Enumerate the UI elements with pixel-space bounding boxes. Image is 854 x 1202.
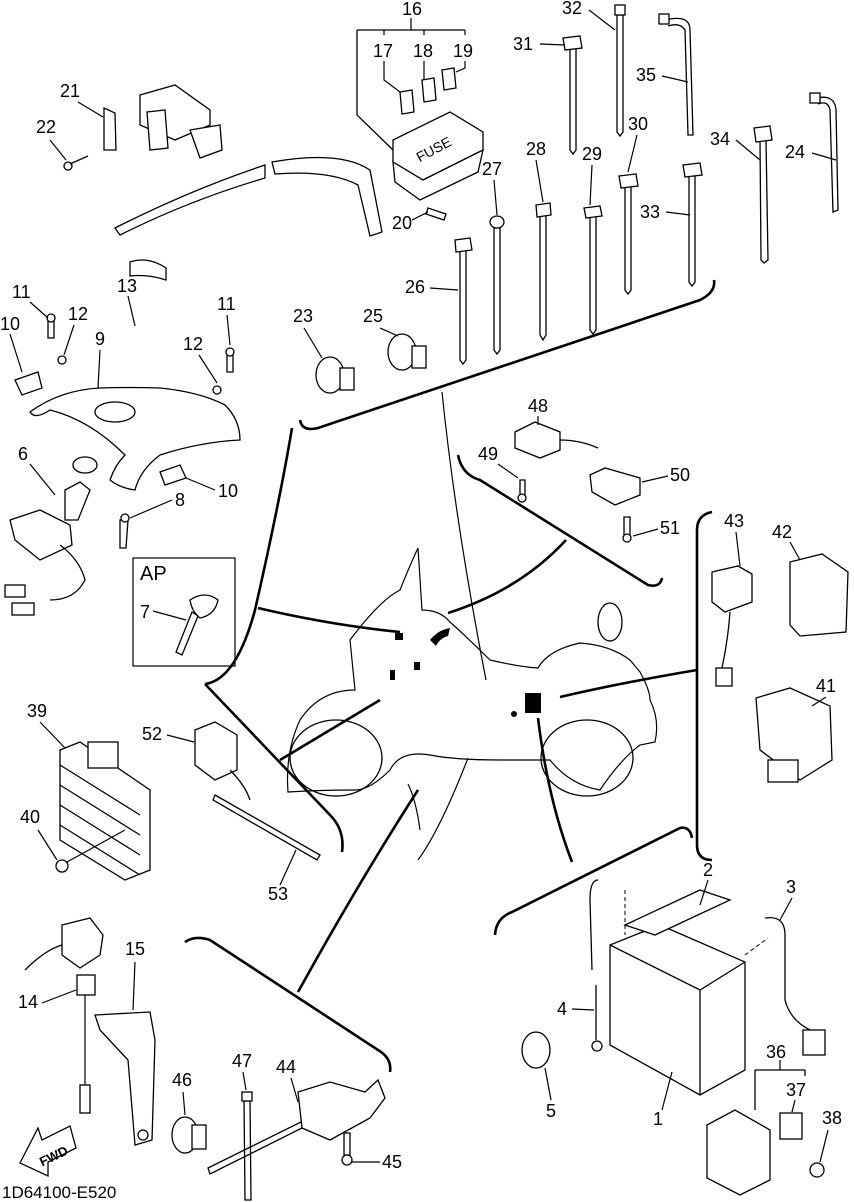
starter-relay [706,1109,771,1196]
callout-51: 51 [660,518,680,538]
callout-16: 16 [402,0,422,19]
rectifier-regulator [59,741,151,881]
callout-52: 52 [142,724,162,744]
callout-14: 14 [18,992,38,1012]
cover [29,386,241,491]
callout-33: 33 [640,202,660,222]
callout-24: 24 [785,142,805,162]
key-inset: AP 7 [132,557,236,667]
ap-inset-frame [132,557,236,667]
main-switch [9,509,73,561]
key-blade [175,611,199,656]
callout-40: 40 [20,807,40,827]
callout-39: 39 [27,701,47,721]
callout-10b: 10 [218,481,238,501]
bracket-line-switches [456,454,664,587]
callout-2: 2 [703,860,713,880]
part-group-switches: 48 49 50 51 [478,396,690,543]
callout-22: 22 [36,117,56,137]
callout-21: 21 [60,81,80,101]
group-brackets [184,279,716,1073]
part-group-lower: 14 15 46 47 44 45 [18,917,402,1201]
callout-49: 49 [478,444,498,464]
callout-37: 37 [786,1080,806,1100]
bracket-line-regulator [204,683,344,853]
callout-26: 26 [405,277,425,297]
callout-42: 42 [772,522,792,542]
callout-11b: 11 [217,294,236,314]
callout-38: 38 [822,1108,842,1128]
callout-27: 27 [482,159,502,179]
callout-17: 17 [373,41,393,61]
callout-44: 44 [276,1057,296,1077]
callout-12a: 12 [68,304,88,324]
callout-35: 35 [636,65,656,85]
fwd-arrow: FWD [19,1125,77,1178]
bracket-line-lower [184,936,392,1073]
reference-code: 1D64100-E520 [2,1183,116,1202]
callout-10a: 10 [0,314,20,334]
part-group-relays: 43 42 41 [711,511,849,783]
part-group-regulator: 39 40 52 53 [20,701,321,904]
motorcycle-outline [286,547,658,797]
bracket-line-battery [493,826,694,936]
callout-20: 20 [392,213,412,233]
callout-25: 25 [363,306,383,326]
part-group-bands: 26 27 28 29 30 31 32 33 [405,0,839,366]
callout-4: 4 [557,999,567,1019]
callout-1: 1 [653,1109,663,1129]
callout-34: 34 [710,129,730,149]
part-group-cover: 11 11 12 12 13 10 10 9 6 8 [0,259,241,616]
callout-11a: 11 [12,282,31,302]
callout-45: 45 [382,1152,402,1172]
callout-53: 53 [268,884,288,904]
callout-13: 13 [117,276,137,296]
callout-5: 5 [546,1101,556,1121]
callout-12b: 12 [183,334,203,354]
part-group-fuse-box: FUSE 16 17 18 19 20 [356,0,484,233]
callout-46: 46 [172,1070,192,1090]
battery [609,924,746,1096]
callout-9: 9 [95,329,105,349]
callout-28: 28 [526,139,546,159]
callout-36: 36 [766,1042,786,1062]
callout-41: 41 [816,676,836,696]
key-head [189,594,219,619]
callout-32: 32 [562,0,582,18]
ap-inset-label: AP [140,563,167,585]
callout-8: 8 [175,490,185,510]
part-group-harness-top: 21 22 [36,81,383,237]
fwd-arrow-icon [19,1125,77,1178]
callout-29: 29 [582,144,602,164]
callout-6: 6 [18,444,28,464]
callout-47: 47 [232,1051,252,1071]
callout-7: 7 [140,602,150,622]
bracket-line-bands [298,279,716,431]
callout-30: 30 [628,114,648,134]
callout-50: 50 [670,465,690,485]
battery-location-marker [525,693,541,713]
callout-31: 31 [513,34,533,54]
part-group-battery: 2 4 5 3 1 36 37 38 [521,860,842,1196]
bracket-line-relays [695,510,713,862]
callout-15: 15 [125,939,145,959]
callout-23: 23 [293,306,313,326]
callout-18: 18 [413,41,433,61]
callout-3: 3 [786,877,796,897]
bracket-line-cover [204,427,294,686]
callout-43: 43 [724,511,744,531]
callout-19: 19 [453,41,473,61]
callout-48: 48 [528,396,548,416]
switch-44 [297,1078,386,1141]
part-group-clamps: 23 25 [293,306,427,394]
